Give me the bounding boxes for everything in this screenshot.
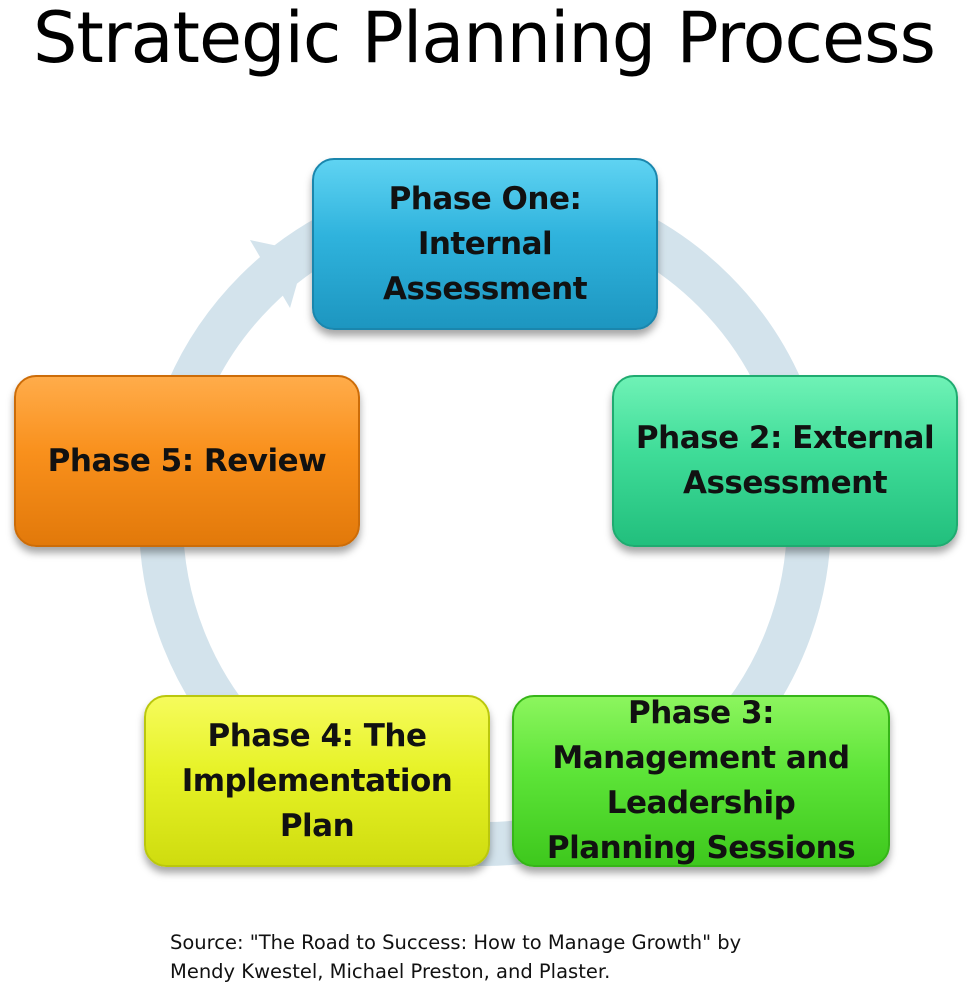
phase-one-box: Phase One: Internal Assessment <box>312 158 658 330</box>
phase-four-box: Phase 4: The Implementation Plan <box>144 695 490 867</box>
source-line-2: Mendy Kwestel, Michael Preston, and Plas… <box>170 960 611 983</box>
cycle-arrowhead <box>250 240 306 308</box>
diagram-title: Strategic Planning Process <box>32 0 936 79</box>
phase-two-box: Phase 2: External Assessment <box>612 375 958 547</box>
phase-five-box: Phase 5: Review <box>14 375 360 547</box>
source-line-1: Source: "The Road to Success: How to Man… <box>170 931 742 954</box>
source-citation: Source: "The Road to Success: How to Man… <box>170 928 930 986</box>
phase-three-box: Phase 3: Management and Leadership Plann… <box>512 695 890 867</box>
